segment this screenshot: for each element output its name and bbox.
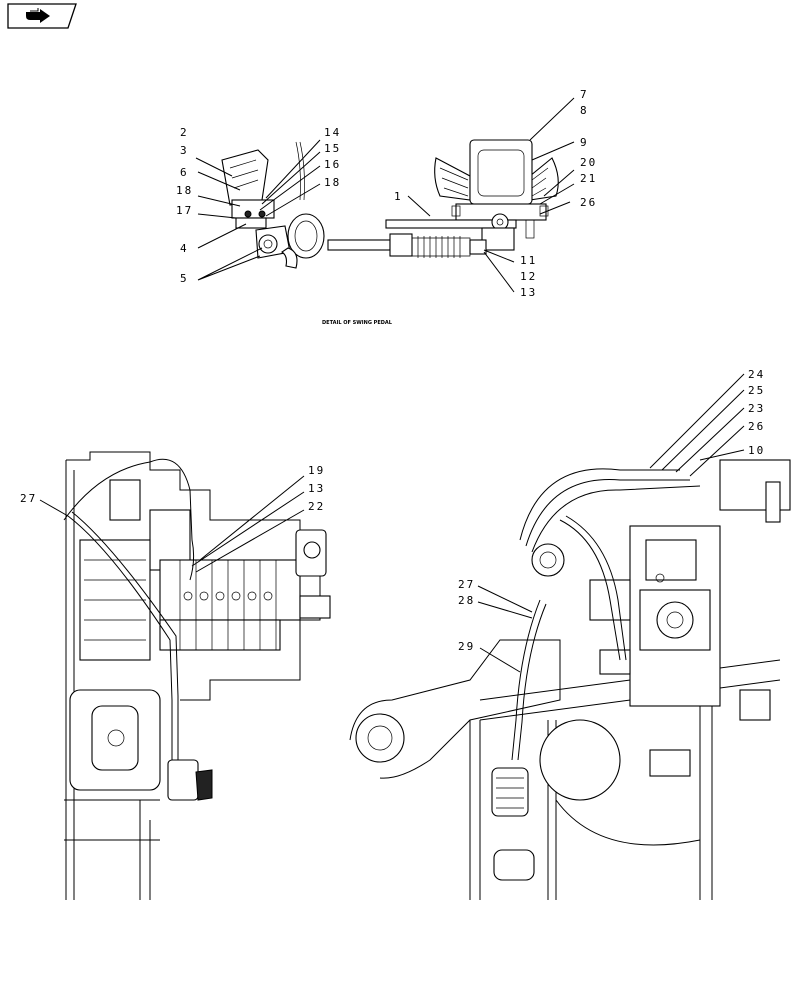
callout-label: 26 <box>748 420 765 433</box>
callout-label: 10 <box>748 444 765 457</box>
callout-label: 1 <box>394 190 403 203</box>
callout-label: 27 <box>20 492 37 505</box>
callout-label: 27 <box>458 578 475 591</box>
callout-label: 16 <box>324 158 341 171</box>
callout-label: 22 <box>308 500 325 513</box>
callout-label: 19 <box>308 464 325 477</box>
callout-label: 20 <box>580 156 597 169</box>
callout-label: 17 <box>176 204 193 217</box>
callout-label: 13 <box>308 482 325 495</box>
callout-label: 15 <box>324 142 341 155</box>
detail-caption: DETAIL OF SWING PEDAL <box>322 320 393 326</box>
callout-label: 25 <box>748 384 765 397</box>
callout-label: 7 <box>580 88 589 101</box>
callout-label: 6 <box>180 166 189 179</box>
callout-label: 21 <box>580 172 597 185</box>
back-arrow-icon <box>26 8 50 23</box>
callout-label: 29 <box>458 640 475 653</box>
callout-label: 18 <box>324 176 341 189</box>
callout-label: 28 <box>458 594 475 607</box>
callout-label: 23 <box>748 402 765 415</box>
callout-label: 3 <box>180 144 189 157</box>
callout-label: 5 <box>180 272 189 285</box>
left-assembly-view: 27 19 13 22 <box>20 451 331 900</box>
callout-label: 12 <box>520 270 537 283</box>
right-assembly-view: 24 25 23 26 10 27 28 29 <box>349 368 791 900</box>
callout-label: 13 <box>520 286 537 299</box>
back-button[interactable] <box>7 3 77 29</box>
callout-label: 11 <box>520 254 537 267</box>
callout-label: 4 <box>180 242 189 255</box>
callout-label: 2 <box>180 126 189 139</box>
callout-label: 24 <box>748 368 765 381</box>
callout-label: 18 <box>176 184 193 197</box>
swing-pedal-detail: 2 3 6 18 17 4 5 14 15 16 18 1 7 8 9 20 2… <box>176 88 597 326</box>
callout-label: 14 <box>324 126 341 139</box>
callout-label: 26 <box>580 196 597 209</box>
callout-label: 9 <box>580 136 589 149</box>
callout-label: 8 <box>580 104 589 117</box>
